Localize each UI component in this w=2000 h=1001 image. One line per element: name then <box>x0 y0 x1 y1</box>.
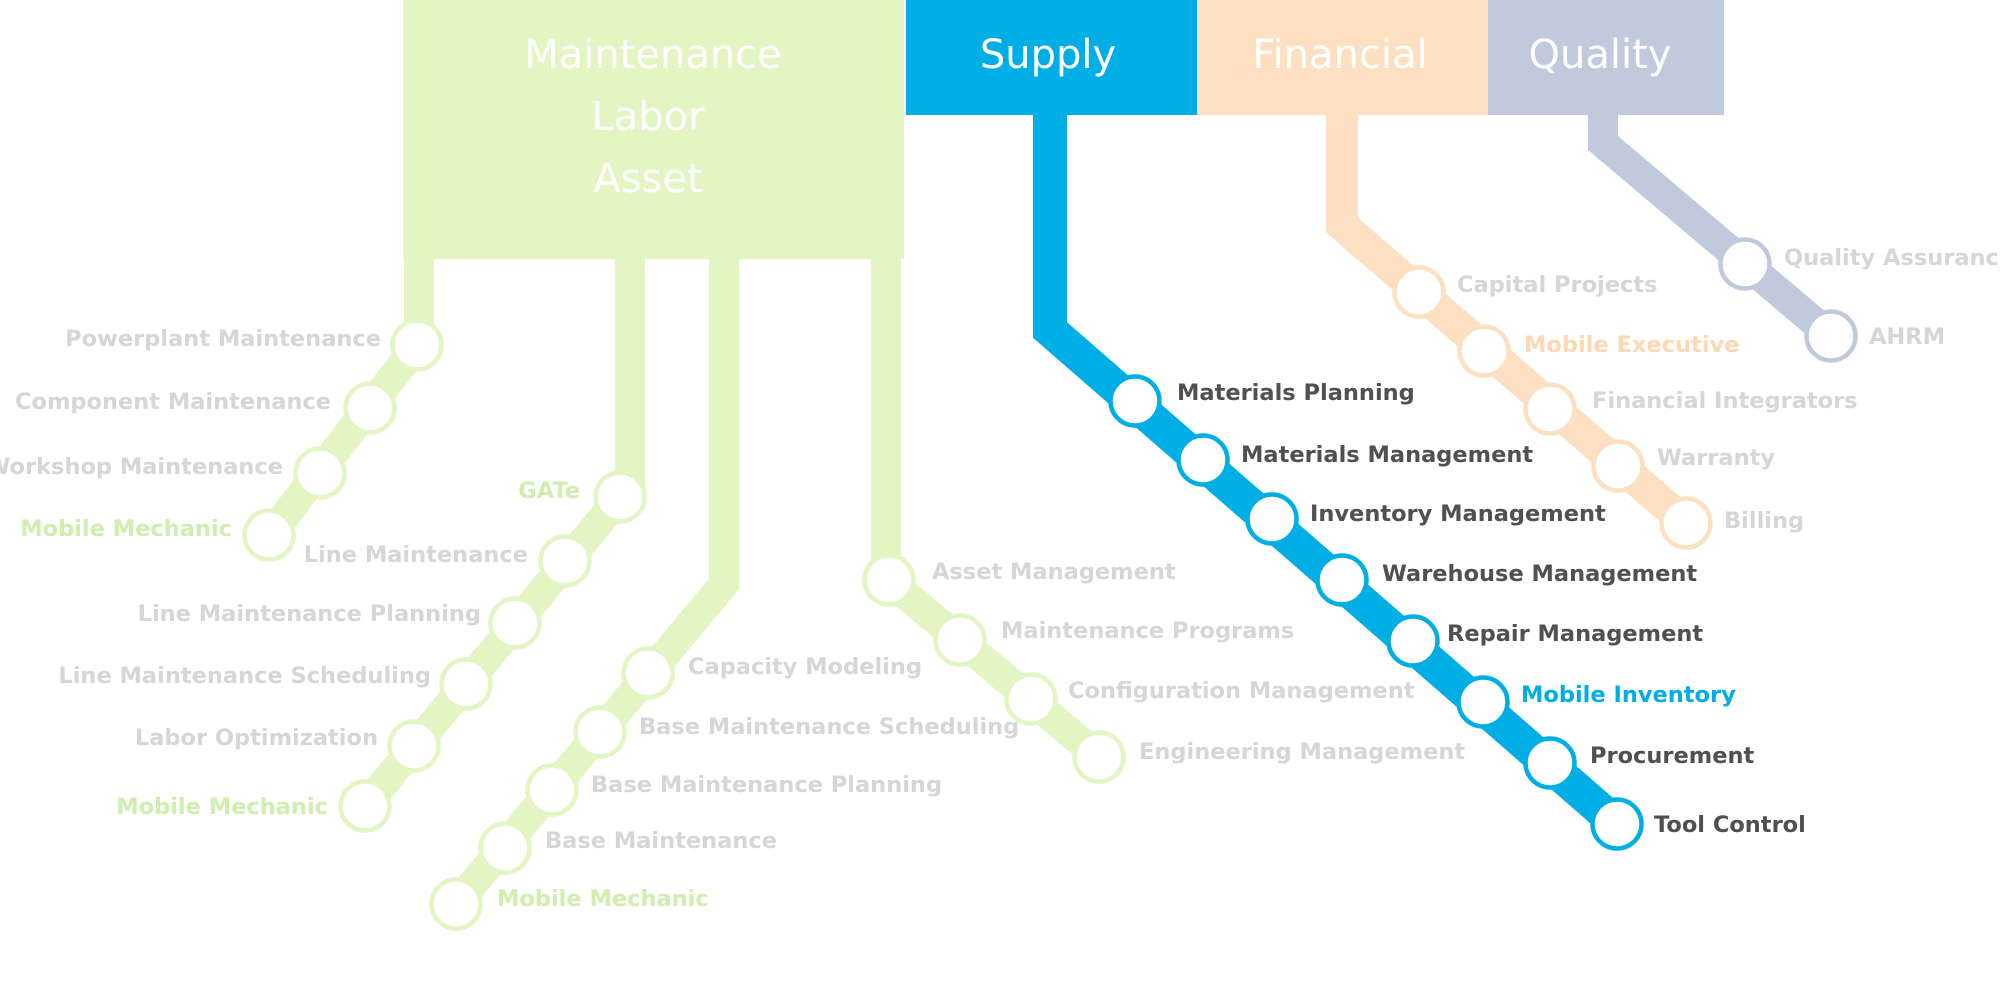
supply-line: Materials Planning Materials Management … <box>1108 374 1806 851</box>
station-marker[interactable] <box>621 646 675 700</box>
station-label[interactable]: Base Maintenance <box>545 828 777 854</box>
financial-line: Capital Projects Mobile Executive Financ… <box>1392 265 1858 550</box>
maintenance-header-block <box>403 0 904 259</box>
station-label[interactable]: AHRM <box>1869 324 1945 350</box>
station-marker[interactable] <box>933 613 987 667</box>
station-label[interactable]: Line Maintenance Planning <box>138 601 481 627</box>
station-marker[interactable] <box>1176 433 1230 487</box>
station-marker[interactable] <box>1659 496 1713 550</box>
station-marker[interactable] <box>862 553 916 607</box>
station-marker[interactable] <box>1072 730 1126 784</box>
station-marker[interactable] <box>1718 237 1772 291</box>
station-marker[interactable] <box>1386 614 1440 668</box>
station-marker[interactable] <box>1804 309 1858 363</box>
station-label[interactable]: Inventory Management <box>1310 501 1606 527</box>
station-label[interactable]: Powerplant Maintenance <box>65 326 381 352</box>
station-marker[interactable] <box>387 719 441 773</box>
quality-line: Quality Assurance AHRM <box>1718 237 2000 363</box>
station-label[interactable]: Engineering Management <box>1139 739 1465 765</box>
station-label[interactable]: Materials Planning <box>1177 380 1415 406</box>
station-label[interactable]: Workshop Maintenance <box>0 454 283 480</box>
station-label[interactable]: Repair Management <box>1447 621 1703 647</box>
station-label[interactable]: GATe <box>518 478 580 504</box>
quality-line-track <box>1588 115 1841 348</box>
station-marker[interactable] <box>439 657 493 711</box>
station-label-mobile[interactable]: Mobile Mechanic <box>20 516 232 542</box>
station-marker[interactable] <box>1456 675 1510 729</box>
station-label[interactable]: Financial Integrators <box>1592 388 1858 414</box>
station-label[interactable]: Procurement <box>1590 743 1754 769</box>
station-marker[interactable] <box>390 318 444 372</box>
maintenance-header-title-line2: Labor <box>591 94 705 140</box>
station-marker[interactable] <box>1523 736 1577 790</box>
station-marker[interactable] <box>1108 374 1162 428</box>
capacity-line: Capacity Modeling Base Maintenance Sched… <box>429 646 1019 931</box>
station-marker[interactable] <box>1523 382 1577 436</box>
station-label[interactable]: Configuration Management <box>1068 678 1415 704</box>
station-marker[interactable] <box>1004 672 1058 726</box>
station-label-mobile[interactable]: Mobile Inventory <box>1521 682 1736 708</box>
station-label[interactable]: Capacity Modeling <box>688 654 922 680</box>
station-label[interactable]: Capital Projects <box>1457 272 1658 298</box>
station-label[interactable]: Billing <box>1724 508 1804 534</box>
station-label[interactable]: Component Maintenance <box>15 389 331 415</box>
station-label[interactable]: Base Maintenance Planning <box>591 772 942 798</box>
station-marker[interactable] <box>343 381 397 435</box>
station-label[interactable]: Line Maintenance <box>304 542 528 568</box>
station-label[interactable]: Materials Management <box>1241 442 1533 468</box>
supply-header-title: Supply <box>980 32 1116 78</box>
station-label[interactable]: Labor Optimization <box>135 725 378 751</box>
financial-header-block <box>1197 0 1488 115</box>
financial-header-title: Financial <box>1252 32 1427 78</box>
station-marker[interactable] <box>1245 492 1299 546</box>
station-marker[interactable] <box>488 596 542 650</box>
station-marker[interactable] <box>1590 797 1644 851</box>
station-marker[interactable] <box>593 470 647 524</box>
station-label[interactable]: Maintenance Programs <box>1001 618 1294 644</box>
station-marker[interactable] <box>538 534 592 588</box>
station-label-mobile[interactable]: Mobile Mechanic <box>116 794 328 820</box>
station-label[interactable]: Line Maintenance Scheduling <box>58 663 431 689</box>
station-label[interactable]: Warranty <box>1657 445 1775 471</box>
station-marker[interactable] <box>242 508 296 562</box>
station-marker[interactable] <box>478 821 532 875</box>
station-marker[interactable] <box>525 763 579 817</box>
supply-header-block <box>906 0 1197 115</box>
station-marker[interactable] <box>1392 265 1446 319</box>
header-blocks: Maintenance Labor Asset Supply Financial… <box>403 0 1724 259</box>
quality-header-title: Quality <box>1529 32 1672 78</box>
station-marker[interactable] <box>1315 553 1369 607</box>
powerplant-line: Powerplant Maintenance Component Mainten… <box>0 318 444 562</box>
station-label[interactable]: Asset Management <box>932 559 1176 585</box>
station-label[interactable]: Tool Control <box>1654 812 1806 838</box>
quality-header-block <box>1488 0 1724 115</box>
station-label[interactable]: Base Maintenance Scheduling <box>639 714 1019 740</box>
station-label-mobile[interactable]: Mobile Executive <box>1524 332 1739 358</box>
maintenance-header-title-line1: Maintenance <box>524 32 782 78</box>
station-label[interactable]: Warehouse Management <box>1382 561 1697 587</box>
station-label-mobile[interactable]: Mobile Mechanic <box>497 886 709 912</box>
station-marker[interactable] <box>338 779 392 833</box>
maintenance-header-title-line3: Asset <box>593 156 702 202</box>
station-marker[interactable] <box>573 705 627 759</box>
station-label[interactable]: Quality Assurance <box>1784 245 2000 271</box>
gate-line: GATe Line Maintenance Line Maintenance P… <box>58 470 647 833</box>
station-marker[interactable] <box>1591 439 1645 493</box>
station-marker[interactable] <box>293 446 347 500</box>
capacity-line-track <box>444 259 739 914</box>
station-marker[interactable] <box>1457 324 1511 378</box>
station-marker[interactable] <box>429 877 483 931</box>
asset-line: Asset Management Maintenance Programs Co… <box>862 553 1465 784</box>
